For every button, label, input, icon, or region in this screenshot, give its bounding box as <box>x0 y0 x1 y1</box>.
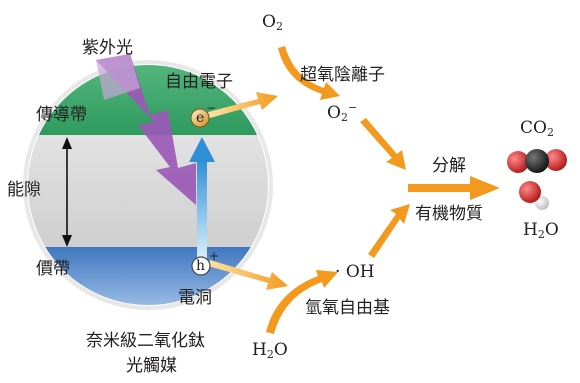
decomposition-arrow <box>408 176 500 200</box>
o2-formula: O2 <box>262 12 283 33</box>
uv-light-label: 紫外光 <box>82 38 133 58</box>
electron-particle <box>190 108 210 128</box>
excitation-arrow <box>189 137 215 258</box>
catalyst-label-line1: 奈米級二氧化鈦 <box>86 331 205 351</box>
band-gap-region <box>28 135 268 247</box>
hole-particle <box>191 256 211 276</box>
free-electron-label: 自由電子 <box>165 72 233 92</box>
hole-symbol: h <box>196 258 206 274</box>
band-gap-label: 能隙 <box>7 180 41 200</box>
water-oxidation-arrow <box>266 270 338 334</box>
hole-label: 電洞 <box>178 288 212 308</box>
reaction-arrows <box>208 46 500 334</box>
uv-beam <box>96 54 196 205</box>
organic-matter-label: 有機物質 <box>415 204 483 224</box>
decompose-label: 分解 <box>432 156 466 176</box>
electron-charge: − <box>206 101 217 115</box>
hole-to-hydroxyl-arrow <box>208 260 288 290</box>
hydroxyl-radical-label: 氫氧自由基 <box>305 298 390 318</box>
superoxide-label: 超氧陰離子 <box>300 65 385 85</box>
co2-molecule <box>507 149 567 173</box>
hole-charge: + <box>209 249 220 263</box>
band-gap-arrow <box>62 137 72 247</box>
valence-band-label: 價帶 <box>36 259 70 279</box>
water-formula-left: H2O <box>252 340 288 361</box>
hydroxyl-formula: · OH <box>335 262 375 282</box>
catalyst-label-line2: 光觸媒 <box>126 356 177 376</box>
superoxide-formula: O2− <box>327 101 358 124</box>
o2-reduction-arrow <box>278 46 340 100</box>
water-formula-right: H2O <box>523 220 559 241</box>
electron-symbol: e <box>196 110 205 126</box>
h2o-molecule <box>519 181 549 210</box>
superoxide-to-organic-arrow <box>360 118 406 170</box>
conduction-band-label: 傳導帶 <box>36 105 87 125</box>
hydroxyl-to-organic-arrow <box>368 204 410 258</box>
co2-formula: CO2 <box>520 118 554 139</box>
electron-to-superoxide-arrow <box>208 92 278 118</box>
